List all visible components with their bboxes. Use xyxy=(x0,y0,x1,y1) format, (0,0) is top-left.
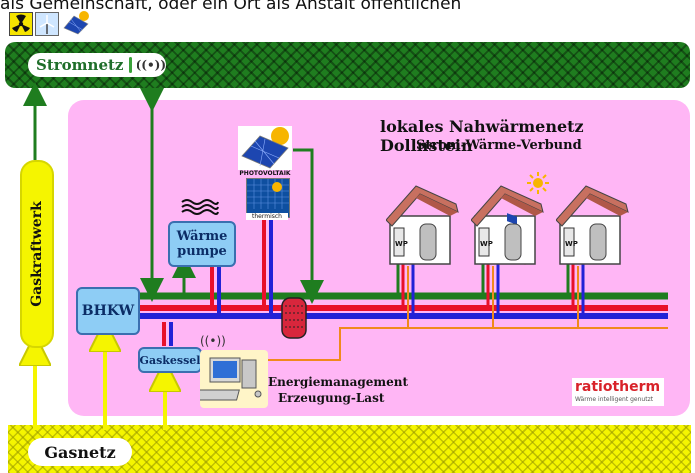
bhkw-label: BHKW xyxy=(81,303,135,319)
house-1-wp-label: WP xyxy=(395,240,408,248)
diagram-subtitle: Strom-Wärme-Verbund xyxy=(416,138,582,153)
house-3: WP xyxy=(555,180,636,266)
radiation-icon xyxy=(9,12,33,36)
plug-icon xyxy=(123,57,139,73)
stromnetz-bar xyxy=(5,42,690,88)
photovoltaik-small-icon xyxy=(60,10,92,36)
energiemanagement-line2: Erzeugung-Last xyxy=(278,391,385,405)
ratiotherm-tagline: Wärme intelligent genutzt xyxy=(575,396,654,403)
wireless-icon-pc: ((•)) xyxy=(200,334,226,348)
waermepumpe-box: Wärme pumpe xyxy=(168,221,236,267)
house-1: WP xyxy=(385,180,466,266)
heat-waves-icon xyxy=(180,198,220,216)
heat-storage-tank xyxy=(281,297,307,339)
energiemanagement-label: Energiemanagement Erzeugung-Last xyxy=(268,374,409,406)
sun-icon xyxy=(527,172,549,194)
gaskraftwerk-label: Gaskraftwerk xyxy=(29,201,45,307)
energy-control-line xyxy=(234,327,668,361)
stromnetz-text: Stromnetz xyxy=(36,56,124,74)
stromnetz-label: Stromnetz ((•)) xyxy=(28,53,166,77)
waermepumpe-label-1: Wärme xyxy=(176,229,228,244)
thermisch-caption: thermisch xyxy=(246,213,288,220)
gaskraftwerk-box: Gaskraftwerk xyxy=(20,160,54,348)
house-pipes-1 xyxy=(396,262,415,316)
house-2: WP xyxy=(470,180,551,266)
diagram-title: lokales Nahwärmenetz Dollnstein xyxy=(380,117,584,155)
wind-turbine-icon xyxy=(35,12,59,36)
ratiotherm-logo-bg xyxy=(572,378,664,406)
gaskessel-box: Gaskessel xyxy=(138,347,202,373)
solarthermie-icon xyxy=(246,178,290,218)
energiemanagement-line1: Energiemanagement xyxy=(268,375,409,389)
ratiotherm-logo: ratiotherm xyxy=(575,379,661,395)
gasnetz-label: Gasnetz xyxy=(28,438,132,466)
bhkw-box: BHKW xyxy=(76,287,140,335)
photovoltaik-caption: PHOTOVOLTAIK xyxy=(239,170,291,177)
house-pipes-3 xyxy=(566,262,585,316)
house-2-wp-label: WP xyxy=(480,240,493,248)
computer-icon xyxy=(193,350,268,408)
header-text: als Gemeinschaft, oder ein Ort als Ansta… xyxy=(0,0,462,14)
house-3-wp-label: WP xyxy=(565,240,578,248)
waermepumpe-label-2: pumpe xyxy=(177,244,227,259)
wireless-icon: ((•)) xyxy=(135,58,166,72)
photovoltaik-icon xyxy=(238,126,292,170)
gasnetz-text: Gasnetz xyxy=(44,442,116,462)
gaskessel-label: Gaskessel xyxy=(139,353,201,367)
house-pipes-2 xyxy=(481,262,500,316)
